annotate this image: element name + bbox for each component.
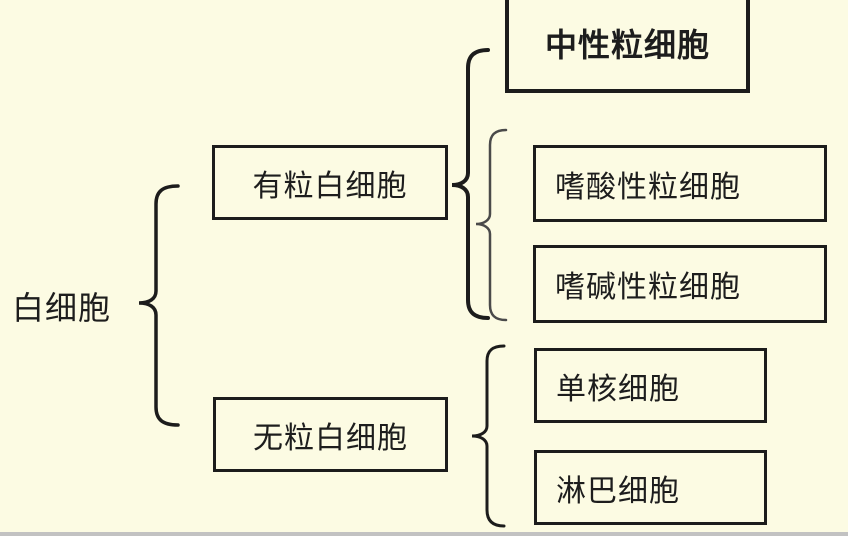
node-granulocyte: 有粒白细胞 bbox=[212, 145, 448, 220]
node-neutrophil: 中性粒细胞 bbox=[505, 0, 750, 93]
node-eosinophil: 嗜酸性粒细胞 bbox=[533, 145, 827, 222]
node-agranulocyte: 无粒白细胞 bbox=[213, 397, 448, 472]
node-monocyte-label: 单核细胞 bbox=[556, 371, 680, 407]
brace-root bbox=[138, 184, 180, 427]
node-basophil: 嗜碱性粒细胞 bbox=[533, 245, 827, 323]
bottom-edge-strip bbox=[0, 532, 848, 536]
node-granulocyte-label: 有粒白细胞 bbox=[252, 168, 408, 204]
brace-granular-nested bbox=[475, 128, 508, 322]
node-lymphocyte: 淋巴细胞 bbox=[534, 450, 767, 525]
node-basophil-label: 嗜碱性粒细胞 bbox=[555, 270, 741, 305]
node-eosinophil-label: 嗜酸性粒细胞 bbox=[555, 169, 741, 205]
brace-agranular bbox=[471, 344, 506, 528]
brace-granular bbox=[451, 48, 490, 320]
node-neutrophil-label: 中性粒细胞 bbox=[544, 25, 710, 64]
node-agranulocyte-label: 无粒白细胞 bbox=[253, 420, 408, 456]
root-label-leukocyte: 白细胞 bbox=[12, 289, 112, 327]
node-monocyte: 单核细胞 bbox=[534, 348, 767, 423]
node-lymphocyte-label: 淋巴细胞 bbox=[556, 473, 680, 509]
